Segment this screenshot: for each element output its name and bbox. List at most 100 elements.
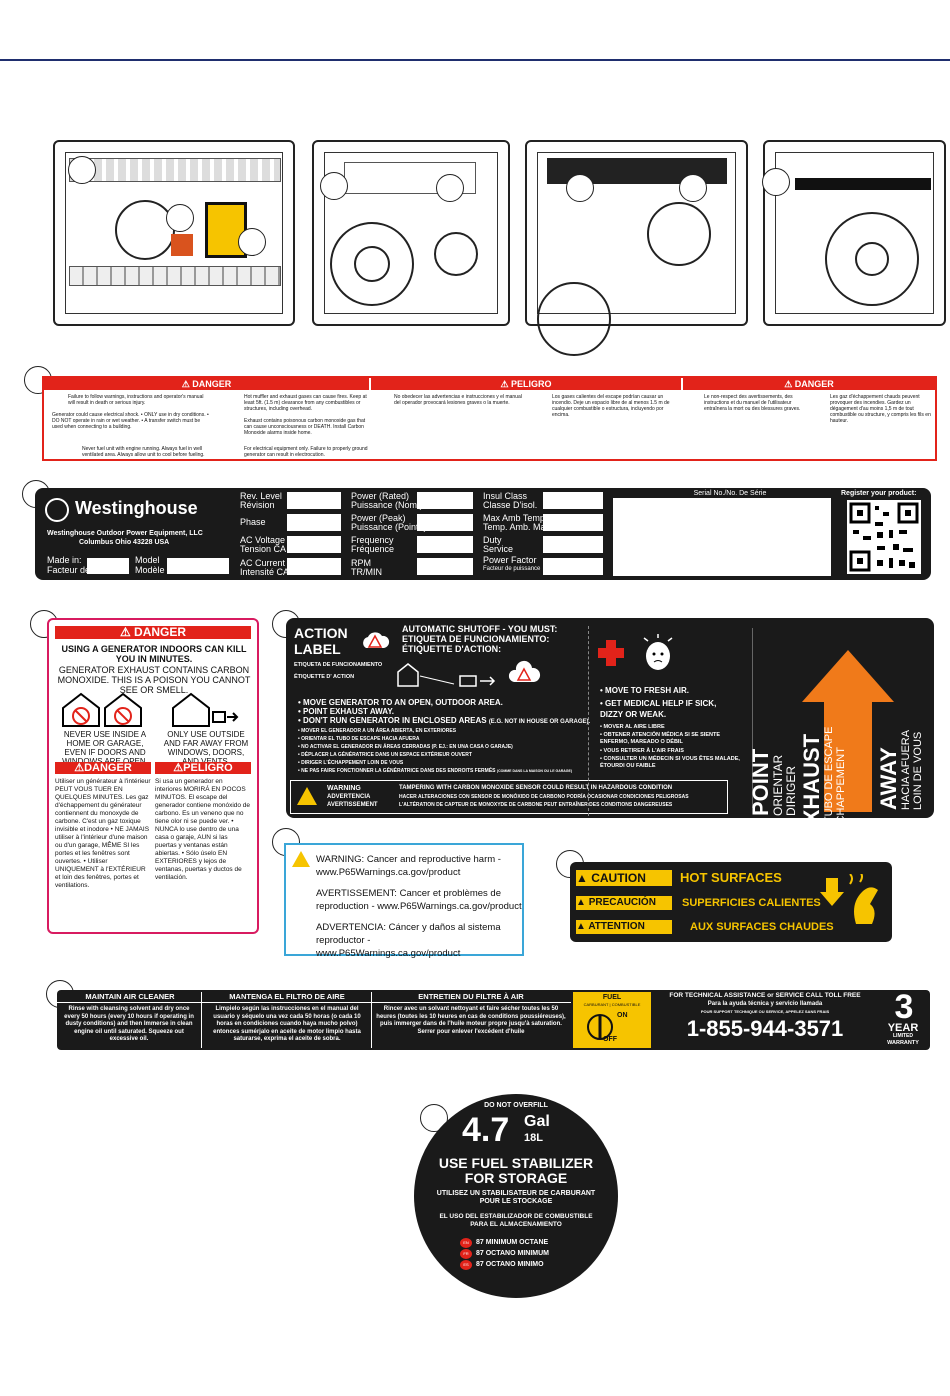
warning-text: Los gases calientes del escape podrían c… <box>552 394 670 418</box>
model-label: Model <box>135 555 160 565</box>
tamper-warning-box: WARNING ADVERTENCIA AVERTISSEMENT TAMPER… <box>290 780 728 814</box>
value-field <box>417 492 473 509</box>
generator-side-view <box>312 140 510 326</box>
field-label: Power Factor <box>483 555 537 565</box>
company-name: Westinghouse Outdoor Power Equipment, LL… <box>47 530 203 537</box>
action-step-es: • ORIENTAR EL TUBO DE ESCAPE HACIA AFUER… <box>298 736 420 742</box>
never-use-text: NEVER USE INSIDE A HOME OR GARAGE, EVEN … <box>62 730 148 766</box>
header-rule <box>0 59 950 61</box>
fuel-unit-gal: Gal <box>524 1113 550 1130</box>
co-danger-label: ⚠ DANGER USING A GENERATOR INDOORS CAN K… <box>47 618 259 934</box>
field-label: Temp. Amb. Max <box>483 522 551 532</box>
brand-name: Westinghouse <box>75 498 198 518</box>
do-not-overfill: DO NOT OVERFILL <box>484 1102 548 1109</box>
tech-support-header: FOR TECHNICAL ASSISTANCE or SERVICE CALL… <box>669 992 861 999</box>
action-step-es: • MOVER EL GENERADOR A UN ÁREA ABIERTA, … <box>298 728 457 734</box>
first-aid-step-es: • MOVER AL AIRE LIBRE <box>600 724 665 730</box>
tamper-text-es: HACER ALTERACIONES CON SENSOR DE MONÓXID… <box>399 794 689 800</box>
loin-word: LOIN DE VOUS <box>912 731 924 810</box>
field-label: AC Current <box>240 558 286 568</box>
air-cleaner-text: Rinse with cleansing solvent and dry onc… <box>64 1006 194 1042</box>
westinghouse-logo-icon <box>45 498 69 522</box>
value-field <box>287 514 341 531</box>
air-cleaner-header-es: MANTENGA EL FILTRO DE AIRE <box>229 992 345 1001</box>
field-label: Classe D'isol. <box>483 500 538 510</box>
warning-text: Generator could cause electrical shock. … <box>52 412 209 430</box>
first-aid-step: • GET MEDICAL HELP IF SICK, DIZZY OR WEA… <box>600 699 717 719</box>
warning-triangle-icon <box>297 787 317 805</box>
field-label: Tension CA <box>240 544 287 554</box>
precaucion-text: SUPERFICIES CALIENTES <box>682 897 821 909</box>
field-label: Puissance (Pointe) <box>351 522 427 532</box>
exhaust-text-block: EXHAUST EL TUBO DE ESCAPE L'ÉCHAPPEMENT <box>799 669 861 818</box>
danger-title: DANGER <box>192 379 232 389</box>
model-field <box>167 558 229 574</box>
octane-es: 87 OCTANO MINIMO <box>476 1261 544 1268</box>
action-title-2: LABEL <box>294 641 341 657</box>
warning-text: Hot muffler and exhaust gases can cause … <box>244 394 367 412</box>
field-label: Fréquence <box>351 544 395 554</box>
air-cleaner-text-fr: Rincer avec un solvant nettoyant et fair… <box>376 1006 566 1035</box>
fuel-capacity-number: 4.7 <box>462 1111 510 1149</box>
serial-field <box>613 498 831 576</box>
warranty-year-word: YEAR <box>887 1022 919 1034</box>
callout-circle <box>679 174 707 202</box>
stabilizer-fr: UTILISEZ UN STABILISATEUR DE CARBURANT <box>436 1190 596 1197</box>
tubo-word: EL TUBO DE ESCAPE <box>823 726 835 818</box>
house-outside-icon <box>169 690 239 728</box>
caution-word: CAUTION <box>591 871 646 885</box>
p65-french: AVERTISSEMENT: Cancer et problèmes de re… <box>316 888 522 912</box>
fuel-label: FUEL <box>602 994 622 1001</box>
field-label: Duty <box>483 535 502 545</box>
company-city: Columbus Ohio 43228 USA <box>79 539 170 546</box>
attention-word: ATTENTION <box>588 921 645 932</box>
callout-circle <box>320 172 348 200</box>
field-label: AC Voltage <box>240 535 286 545</box>
hacia-word: HACIA AFUERA <box>900 729 912 810</box>
warning-text: Le non-respect des avertissements, des i… <box>704 394 801 412</box>
only-outside-text: ONLY USE OUTSIDE AND FAR AWAY FROM WINDO… <box>163 730 249 766</box>
support-phone: 1-855-944-3571 <box>686 1016 844 1041</box>
french-text: Utiliser un générateur à l'intérieur PEU… <box>55 778 151 889</box>
callout-circle <box>238 228 266 256</box>
danger-title: DANGER <box>134 625 187 639</box>
echappement-word: L'ÉCHAPPEMENT <box>835 747 847 818</box>
warning-text: For electrical equipment only. Failure t… <box>244 446 368 458</box>
precaucion-word: PRECAUCIÓN <box>588 897 656 908</box>
action-step-note: (COMME DANS LA MAISON OU LE GARAGE) <box>496 769 573 773</box>
lang-en-badge: EN <box>460 1238 472 1248</box>
value-field <box>543 536 603 553</box>
action-step: • POINT EXHAUST AWAY. <box>298 707 395 716</box>
diriger-word: DIRIGER <box>784 765 798 816</box>
value-field <box>543 514 603 531</box>
tech-support-es: Para la ayuda técnica y servicio llamada <box>707 1001 823 1007</box>
callout-circle <box>566 174 594 202</box>
first-aid-step: • MOVE TO FRESH AIR. <box>600 686 690 695</box>
warning-text: Never fuel unit with engine running. Alw… <box>82 446 205 458</box>
value-field <box>543 492 603 509</box>
octane-en: 87 MINIMUM OCTANE <box>476 1239 549 1246</box>
first-aid-step-es: • OBTENER ATENCIÓN MÉDICA SI SE SIENTE E… <box>600 732 720 745</box>
danger-body: GENERATOR EXHAUST CONTAINS CARBON MONOXI… <box>57 665 251 695</box>
generator-other-side-view <box>763 140 946 326</box>
danger-headline: USING A GENERATOR INDOORS CAN KILL YOU I… <box>61 644 247 664</box>
tamper-text-fr: L'ALTÉRATION DE CAPTEUR DE MONOXYDE DE C… <box>399 802 673 808</box>
auto-shutoff-fr: ÉTIQUETTE D'ACTION: <box>402 644 502 654</box>
field-label: Power (Peak) <box>351 513 406 523</box>
action-step-es: • NO ACTIVAR EL GENERADOR EN ÁREAS CERRA… <box>298 744 513 750</box>
warranty-limited: LIMITED <box>893 1033 913 1039</box>
stabilizer-es: EL USO DEL ESTABILIZADOR DE COMBUSTIBLE <box>439 1213 593 1220</box>
field-label: Phase <box>240 517 266 527</box>
field-label: Facteur de puissance <box>483 566 541 572</box>
maintenance-strip-label: MAINTAIN AIR CLEANER MANTENGA EL FILTRO … <box>57 990 930 1050</box>
away-text-block: AWAY HACIA AFUERA LOIN DE VOUS <box>876 700 934 810</box>
field-label: Power (Rated) <box>351 491 410 501</box>
danger-header-fr: ⚠ DANGER <box>683 378 935 390</box>
made-in-field <box>87 558 129 574</box>
p65-spanish: ADVERTENCIA: Cáncer y daños al sistema r… <box>316 922 501 959</box>
tamper-text: TAMPERING WITH CARBON MONOXIDE SENSOR CO… <box>399 785 673 791</box>
dizzy-face-icon <box>638 632 678 672</box>
air-cleaner-text-es: Limpielo según las instrucciones en el m… <box>213 1006 361 1042</box>
lang-fr-badge: FR <box>460 1249 472 1259</box>
field-label: Puissance (Nom.) <box>351 500 423 510</box>
